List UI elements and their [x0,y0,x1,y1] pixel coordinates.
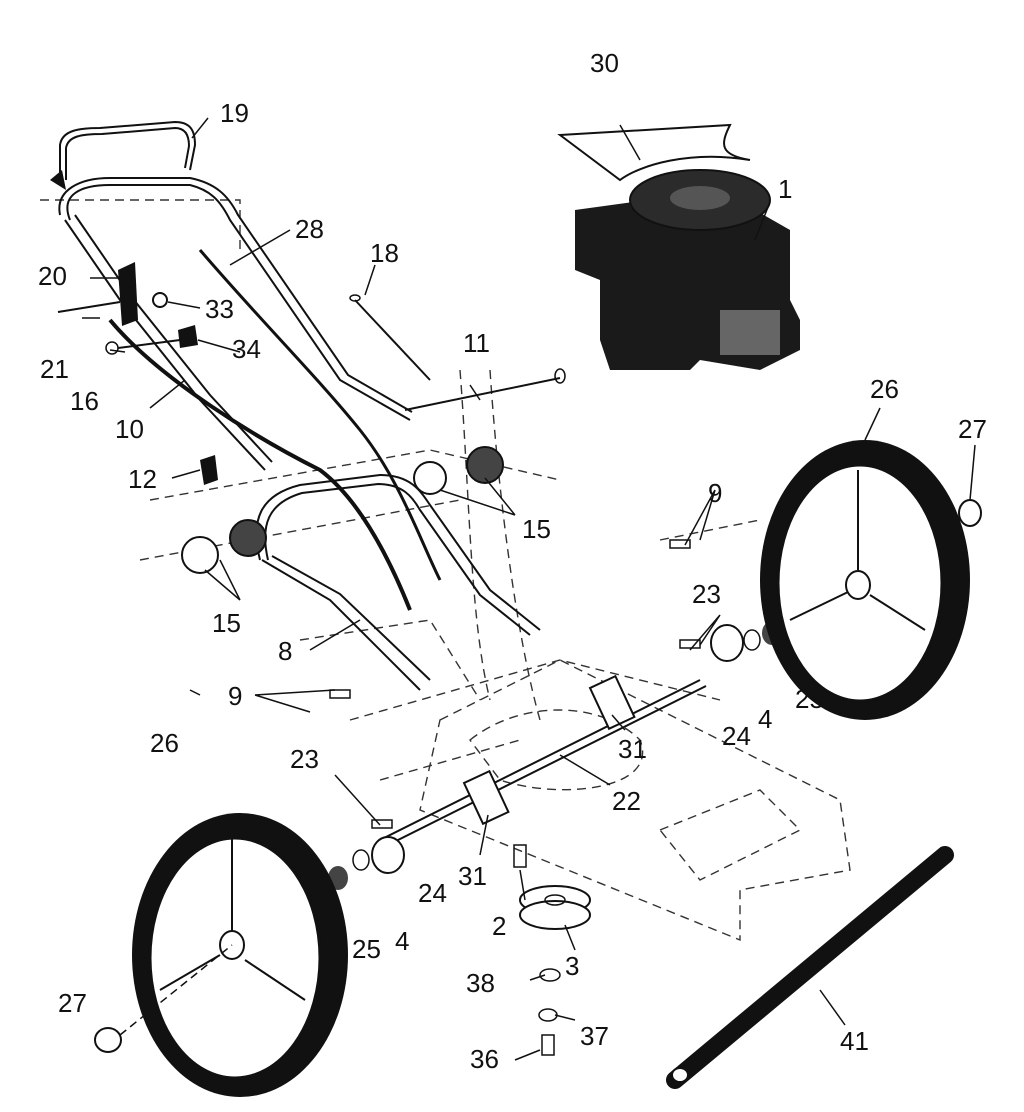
screw-23-left [371,819,393,829]
callout-4-left: 4 [395,926,409,956]
callout-23-left: 23 [290,744,319,774]
callout-2: 2 [492,911,506,941]
wheel-nut-left [94,1027,122,1053]
callout-10: 10 [115,414,144,444]
handle-knob-upper [413,446,504,495]
lockwasher-37 [538,1008,558,1022]
knob-34 [178,325,198,348]
callout-27-right: 27 [958,414,987,444]
nut-33 [152,292,168,308]
callout-15-upper: 15 [522,514,551,544]
bolt-21 [57,301,121,313]
bushing-left [371,836,405,874]
upper-handle [58,177,413,471]
callout-4-right: 4 [758,704,772,734]
callout-22: 22 [612,786,641,816]
callout-9-right: 9 [708,478,722,508]
callout-30: 30 [590,48,619,78]
bracket-20 [118,262,138,326]
callout-21: 21 [40,354,69,384]
callout-34: 34 [232,334,261,364]
callout-31-left: 31 [458,861,487,891]
pulley [519,885,591,930]
callout-41: 41 [840,1026,869,1056]
callout-18: 18 [370,238,399,268]
callout-33: 33 [205,294,234,324]
callout-9-left: 9 [228,681,242,711]
callout-25-right: 25 [795,684,824,714]
callout-36: 36 [470,1044,499,1074]
control-bar [59,120,197,180]
handle-knob-lower [181,519,267,574]
callout-24-right: 24 [722,721,751,751]
engine [575,169,800,370]
callout-28: 28 [295,214,324,244]
callout-16: 16 [70,386,99,416]
bolt-36 [541,1034,555,1056]
rod [404,377,561,411]
callout-3: 3 [565,951,579,981]
callout-labels: 30 1 19 28 18 20 33 21 34 16 11 10 26 27… [38,48,987,1074]
wheel-right [760,440,970,720]
wheel-left [132,813,348,1097]
callout-26-right: 26 [870,374,899,404]
callout-23-right: 23 [692,579,721,609]
callout-38: 38 [466,968,495,998]
axle-bracket-left [462,769,510,826]
callout-27-left: 27 [58,988,87,1018]
eyebolt-16 [105,341,119,355]
callout-26-left: 26 [150,728,179,758]
pin [354,299,431,381]
callout-11: 11 [463,328,490,358]
control-cable [198,249,442,581]
callout-8: 8 [278,636,292,666]
wing-nut-12 [200,455,218,485]
callout-25-left: 25 [352,934,381,964]
screw-9-right [669,539,691,549]
tube [666,846,954,1089]
washer-38 [539,968,561,982]
bushing-right [710,624,744,662]
callout-31-right: 31 [618,734,647,764]
wheel-nut-right [958,499,982,527]
callout-20: 20 [38,261,67,291]
shroud-plate [557,123,751,182]
screw-9-left [329,689,351,699]
bolt-2 [513,844,527,868]
callout-19: 19 [220,98,249,128]
callout-1: 1 [778,174,792,204]
callout-12: 12 [128,464,157,494]
leader-lines [82,117,976,1061]
axle [379,679,701,841]
callout-24-left: 24 [418,878,447,908]
callout-15-lower: 15 [212,608,241,638]
callout-37: 37 [580,1021,609,1051]
axle-bracket-right [588,674,636,731]
